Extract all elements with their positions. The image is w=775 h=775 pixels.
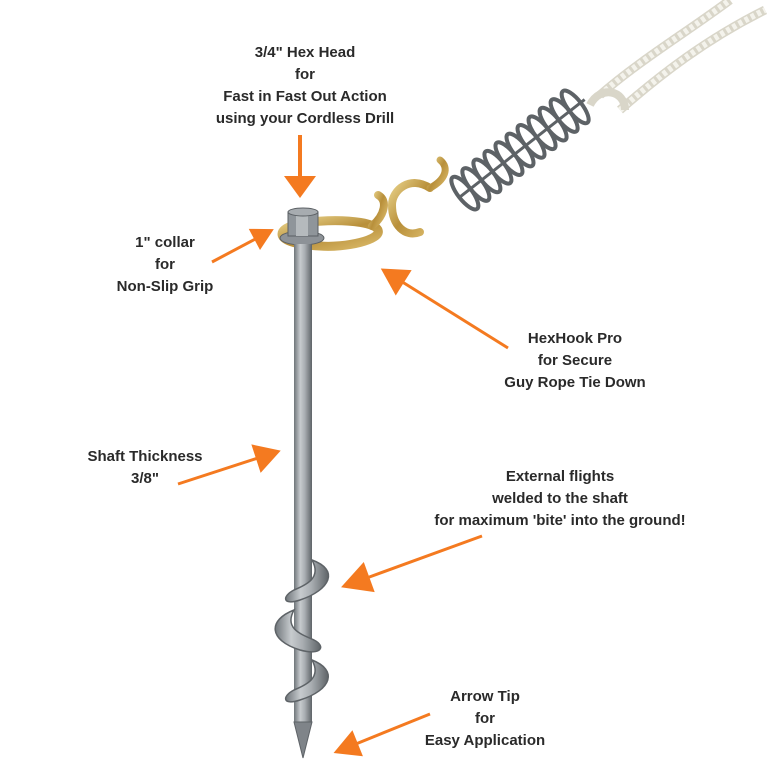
- rope: [586, 0, 768, 114]
- arrow-collar-icon: [211, 228, 274, 264]
- callout-shaft-line-2: 3/8": [131, 470, 159, 487]
- callout-hexhook-line-1: HexHook Pro: [527, 330, 623, 347]
- callout-tip-line-3: Easy Application: [424, 732, 546, 749]
- arrow-hex-head-icon: [284, 135, 316, 198]
- tension-spring: [449, 88, 591, 212]
- callout-hex-head-line-3: Fast in Fast Out Action: [223, 88, 387, 105]
- callout-collar-line-2: for: [155, 256, 175, 273]
- callout-shaft-line-1: Shaft Thickness: [87, 448, 203, 465]
- callout-hex-head-line-1: 3/4" Hex Head: [254, 44, 356, 61]
- s-hook: [387, 156, 449, 238]
- callout-hexhook-line-2: for Secure: [537, 352, 613, 369]
- arrow-tip: [293, 721, 313, 759]
- callout-tip: Arrow Tip for Easy Application: [405, 686, 565, 752]
- callout-tip-line-1: Arrow Tip: [450, 688, 520, 705]
- callout-hex-head: 3/4" Hex Head for Fast in Fast Out Actio…: [200, 42, 410, 130]
- arrow-flights-icon: [341, 534, 483, 593]
- callout-flights: External flights welded to the shaft for…: [415, 466, 705, 532]
- callout-collar-line-1: 1" collar: [135, 234, 195, 251]
- callout-hex-head-line-4: using your Cordless Drill: [215, 110, 395, 127]
- callout-hexhook-line-3: Guy Rope Tie Down: [504, 374, 646, 391]
- callout-collar: 1" collar for Non-Slip Grip: [100, 232, 230, 298]
- helical-flights: [274, 558, 330, 703]
- callout-flights-line-1: External flights: [505, 468, 615, 485]
- callout-hexhook: HexHook Pro for Secure Guy Rope Tie Down: [480, 328, 670, 394]
- hex-head: [287, 207, 319, 237]
- callout-tip-line-2: for: [475, 710, 495, 727]
- callout-flights-line-2: welded to the shaft: [492, 490, 628, 507]
- arrow-hexhook-icon: [380, 268, 509, 350]
- callout-shaft: Shaft Thickness 3/8": [70, 446, 220, 490]
- arrow-tip-icon: [333, 712, 431, 757]
- shaft: [294, 244, 312, 724]
- callout-flights-line-3: for maximum 'bite' into the ground!: [434, 512, 686, 529]
- callout-hex-head-line-2: for: [295, 66, 315, 83]
- callout-arrows: [177, 135, 509, 757]
- arrow-shaft-icon: [177, 444, 281, 486]
- callout-collar-line-3: Non-Slip Grip: [116, 278, 214, 295]
